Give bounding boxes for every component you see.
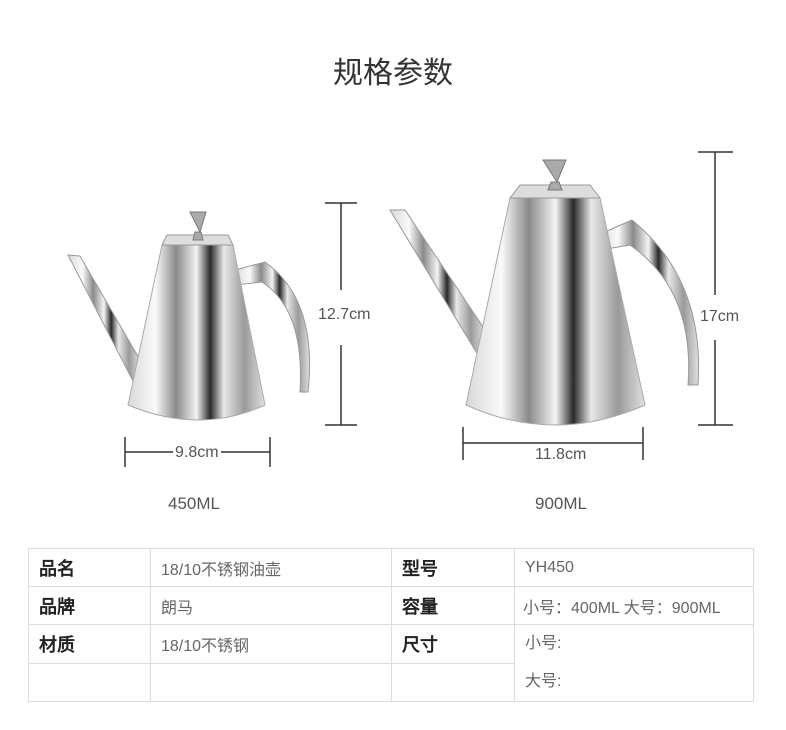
value-brand: 朗马 <box>150 586 392 625</box>
empty-cell <box>150 662 392 702</box>
size-small: 小号: <box>525 635 562 652</box>
large-height-label: 17cm <box>698 308 742 326</box>
table-row <box>28 662 754 702</box>
small-width-label: 9.8cm <box>173 444 221 462</box>
value-name: 18/10不锈钢油壶 <box>150 548 392 587</box>
table-row: 材质 18/10不锈钢 尺寸 小号: 大号: <box>28 624 754 702</box>
label-model: 型号 <box>391 548 515 587</box>
value-capacity: 小号：400ML 大号：900ML <box>514 586 754 625</box>
empty-cell <box>391 662 515 702</box>
large-dimension-lines <box>462 151 733 460</box>
label-capacity: 容量 <box>391 586 515 625</box>
size-large: 大号: <box>525 673 562 690</box>
product-illustration <box>67 151 733 467</box>
value-material: 18/10不锈钢 <box>150 624 392 664</box>
small-height-label: 12.7cm <box>316 306 373 324</box>
label-name: 品名 <box>28 548 151 587</box>
value-model: YH450 <box>514 548 754 587</box>
small-capacity-label: 450ML <box>168 494 220 513</box>
large-capacity-label: 900ML <box>535 494 587 513</box>
table-row: 品名 18/10不锈钢油壶 型号 YH450 <box>28 548 754 587</box>
value-size: 小号: 大号: <box>514 624 754 702</box>
spec-table: 品名 18/10不锈钢油壶 型号 YH450 品牌 朗马 容量 小号：400ML… <box>28 548 754 702</box>
small-kettle-image <box>67 211 311 421</box>
table-row: 品牌 朗马 容量 小号：400ML 大号：900ML <box>28 586 754 625</box>
label-size: 尺寸 <box>391 624 515 664</box>
empty-cell <box>28 662 151 702</box>
label-material: 材质 <box>28 624 151 664</box>
large-width-label: 11.8cm <box>533 446 589 464</box>
large-kettle-image <box>389 159 700 426</box>
page-title: 规格参数 <box>333 56 453 91</box>
label-brand: 品牌 <box>28 586 151 625</box>
